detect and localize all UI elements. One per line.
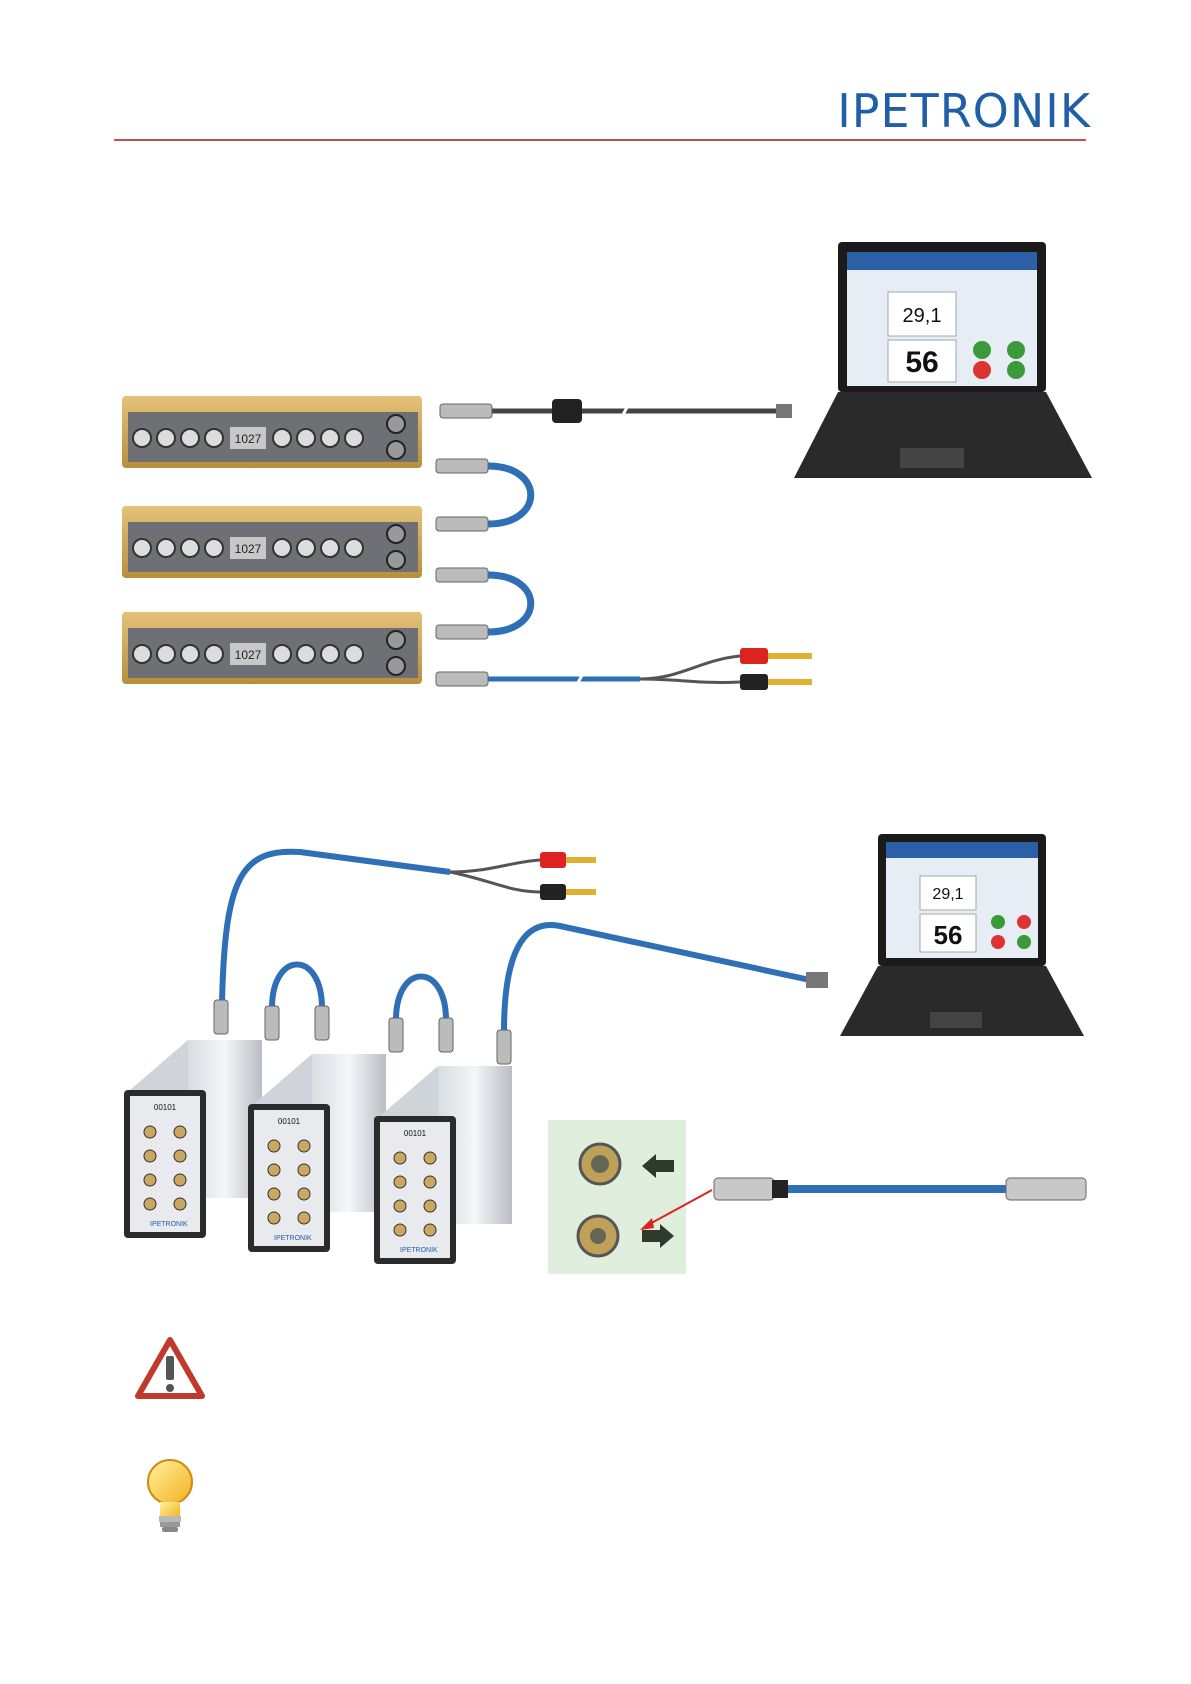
gold-module-3: 1027	[122, 612, 422, 684]
module-label: 1027	[235, 542, 262, 556]
link-cable-4	[389, 977, 453, 1053]
lightbulb-icon	[148, 1460, 192, 1532]
warning-icon	[138, 1340, 202, 1396]
ethernet-cable-1	[440, 399, 792, 423]
figure-1: 1027 1027	[122, 242, 1092, 690]
screen-value-count: 56	[905, 346, 938, 379]
link-cable-3	[265, 965, 329, 1041]
figure-2: 00101 IPETRONIK 00101 IPETRONIK 00101	[124, 834, 1086, 1274]
module-id: 00101	[404, 1129, 427, 1138]
module-label: 1027	[235, 648, 262, 662]
gold-module-2: 1027	[122, 506, 422, 578]
module-id: 00101	[154, 1103, 177, 1112]
silver-module-1: 00101 IPETRONIK	[124, 1040, 262, 1238]
silver-module-3: 00101 IPETRONIK	[374, 1066, 512, 1264]
screen-value-temp: 29,1	[932, 886, 963, 903]
laptop-2: 29,1 56	[840, 834, 1084, 1036]
connector-detail	[548, 1120, 712, 1274]
module-brand: IPETRONIK	[274, 1235, 312, 1242]
laptop-1: 29,1 56	[794, 242, 1092, 478]
power-cable-1	[436, 648, 812, 690]
extension-cable	[714, 1178, 1086, 1200]
module-id: 00101	[278, 1117, 301, 1126]
link-cable-2	[436, 568, 531, 639]
module-label: 1027	[235, 432, 262, 446]
module-brand: IPETRONIK	[400, 1247, 438, 1254]
gold-module-1: 1027	[122, 396, 422, 468]
ethernet-cable-2	[497, 925, 828, 1064]
link-cable-1	[436, 459, 531, 531]
screen-value-count: 56	[934, 920, 963, 950]
module-brand: IPETRONIK	[150, 1221, 188, 1228]
silver-module-2: 00101 IPETRONIK	[248, 1054, 386, 1252]
screen-value-temp: 29,1	[903, 305, 942, 327]
